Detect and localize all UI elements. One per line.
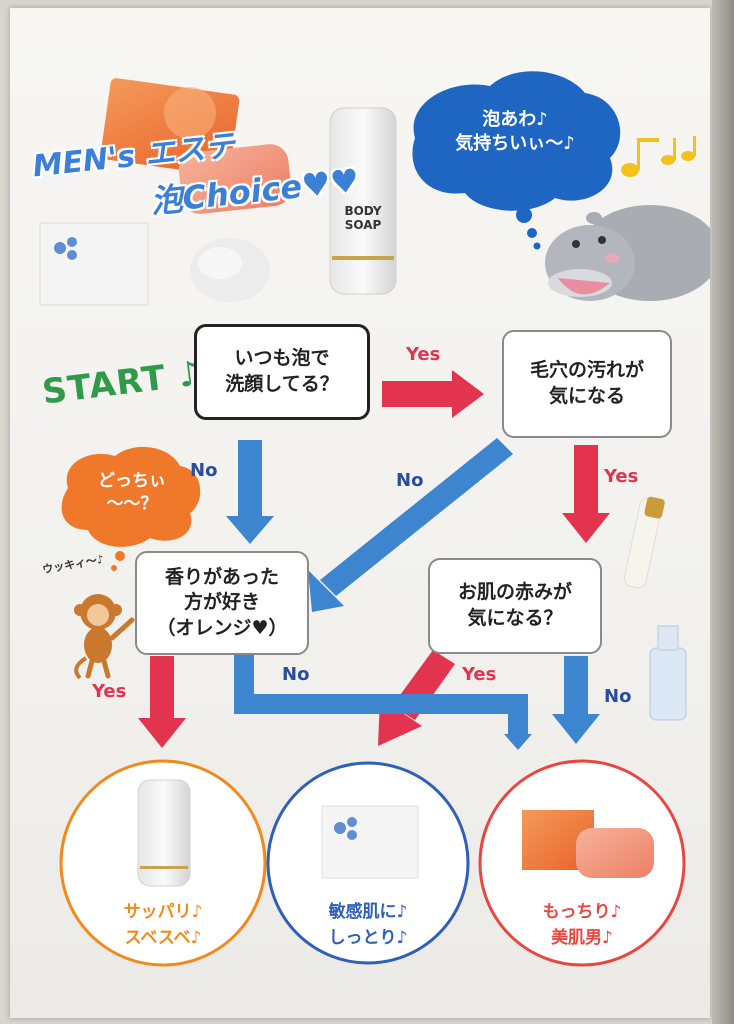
arrow-q2-yes bbox=[562, 445, 610, 543]
label-q1-yes: Yes bbox=[406, 344, 441, 365]
result1-bottle-image bbox=[137, 779, 191, 887]
result3-soap-image bbox=[522, 810, 654, 878]
label-q2-yes: Yes bbox=[604, 466, 639, 487]
question-1-box: いつも泡で 洗顔してる？ bbox=[194, 324, 370, 420]
label-q1-no: No bbox=[190, 460, 218, 481]
arrow-q4-no bbox=[552, 656, 600, 744]
arrow-q1-yes bbox=[382, 370, 484, 418]
monkey-illustration bbox=[74, 594, 135, 680]
result2-box-image bbox=[321, 805, 419, 879]
arrow-q3-yes bbox=[138, 656, 186, 748]
result-1-text: サッパリ♪ スベスベ♪ bbox=[123, 902, 203, 948]
arrow-q2-no bbox=[308, 438, 513, 612]
result-2-text: 敏感肌に♪ しっとり♪ bbox=[328, 902, 408, 948]
label-q4-no: No bbox=[604, 686, 632, 707]
label-q4-yes: Yes bbox=[462, 664, 497, 685]
orange-soap-bar-image bbox=[178, 144, 292, 214]
label-q2-no: No bbox=[396, 470, 424, 491]
question-3-box: 香りがあった 方が好き （オレンジ♥） bbox=[135, 551, 309, 655]
poster: MEN's エステ 泡Choice♥♥ BODY SOAP 泡あわ♪ 気持ちいぃ… bbox=[10, 8, 710, 1018]
monkey-thought-bubble bbox=[61, 446, 201, 571]
bottle-label: BODY SOAP bbox=[344, 204, 382, 233]
arrow-q1-no bbox=[226, 440, 274, 544]
spray-bottle-image bbox=[649, 625, 687, 721]
white-soap-box-image bbox=[39, 222, 149, 306]
body-soap-bottle-image bbox=[329, 107, 397, 295]
arrow-q3-no bbox=[234, 653, 532, 750]
diagram-graphics bbox=[39, 71, 710, 967]
small-tube-image bbox=[623, 496, 665, 589]
hippo-illustration bbox=[545, 205, 710, 301]
label-q3-no: No bbox=[282, 664, 310, 685]
result-3-text: もっちり♪ 美肌男♪ bbox=[542, 902, 622, 948]
question-4-box: お肌の赤みが 気になる？ bbox=[428, 558, 602, 654]
frame-edge bbox=[712, 0, 734, 1024]
music-notes-icon bbox=[621, 136, 696, 177]
hippo-bubble-text: 泡あわ♪ 気持ちいぃ〜♪ bbox=[455, 109, 575, 155]
foam-puff-image bbox=[190, 238, 270, 302]
label-q3-yes: Yes bbox=[92, 681, 127, 702]
hippo-thought-bubble bbox=[412, 71, 621, 250]
question-2-box: 毛穴の汚れが 気になる bbox=[502, 330, 672, 438]
monkey-bubble-text: どっちぃ 〜〜？ bbox=[98, 471, 166, 514]
